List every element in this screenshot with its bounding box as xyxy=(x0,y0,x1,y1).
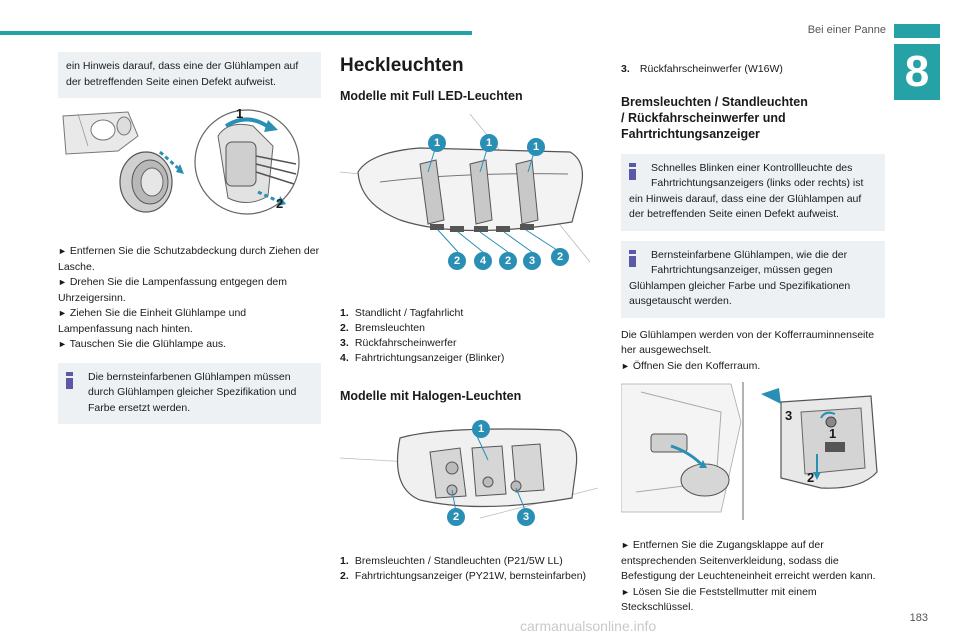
bulb-removal-illustration xyxy=(62,109,300,215)
list-item: 3. Rückfahrscheinwerfer xyxy=(340,336,457,349)
trunk-access-figure: 3 1 2 xyxy=(620,382,885,520)
step-item: ► Lösen Sie die Feststellmutter mit eine… xyxy=(621,585,817,614)
halogen-callout-3: 3 xyxy=(517,507,535,526)
list-item: 2. Fahrtrichtungsanzeiger (PY21W, bernst… xyxy=(340,569,587,582)
chapter-number: 8 xyxy=(894,44,940,100)
section-title: Bei einer Panne xyxy=(807,24,886,36)
chapter-tab xyxy=(894,24,940,38)
page-number: 183 xyxy=(909,612,928,624)
led-heading: Modelle mit Full LED-Leuchten xyxy=(340,88,523,103)
led-callout-2b: 2 xyxy=(499,251,517,270)
removal-steps: ► Entfernen Sie die Schutzabdeckung durc… xyxy=(58,244,321,353)
info-icon xyxy=(629,162,636,180)
list-item: 1. Bremsleuchten / Standleuchten (P21/5W… xyxy=(340,554,563,567)
trunk-callout-1: 1 xyxy=(829,426,837,441)
halogen-lamp-illustration xyxy=(339,427,599,518)
arrow-icon: ► xyxy=(58,308,67,318)
led-callout-1b: 1 xyxy=(480,133,498,152)
led-legend: 1. Standlicht / Tagfahrlicht 2. Bremsleu… xyxy=(340,306,598,366)
watermark: carmanualsonline.info xyxy=(520,618,657,634)
arrow-icon: ► xyxy=(621,586,630,597)
step-item: ► Entfernen Sie die Zugangsklappe auf de… xyxy=(621,539,876,582)
halogen-callout-2: 2 xyxy=(447,507,465,526)
list-item: 4. Fahrtrichtungsanzeiger (Blinker) xyxy=(340,351,505,364)
column-2: Heckleuchten Modelle mit Full LED-Leucht… xyxy=(339,52,599,584)
callout-2: 2 xyxy=(276,196,284,211)
header-accent-bar xyxy=(0,31,472,35)
step-item: ► Drehen Sie die Lampenfassung entgegen … xyxy=(58,276,287,304)
led-lamp-illustration xyxy=(339,113,591,262)
blink-note: Schnelles Blinken einer Kontrollleuchte … xyxy=(621,153,885,231)
top-note-text: ein Hinweis darauf, dass eine der Glühla… xyxy=(66,60,299,88)
info-icon xyxy=(629,249,636,267)
arrow-icon: ► xyxy=(58,277,67,287)
step-item: ► Entfernen Sie die Schutzabdeckung durc… xyxy=(58,245,320,273)
arrow-icon: ► xyxy=(58,246,67,256)
halogen-heading: Modelle mit Halogen-Leuchten xyxy=(340,388,522,403)
trunk-callout-3: 3 xyxy=(785,408,793,423)
access-paragraph: Die Glühlampen werden von der Kofferraum… xyxy=(621,328,875,357)
led-lamp-figure: 1 1 1 2 4 2 3 2 xyxy=(339,112,598,282)
list-item: 3. Rückfahrscheinwerfer (W16W) xyxy=(621,63,783,75)
step-item: ► Öffnen Sie den Kofferraum. xyxy=(621,359,761,372)
trunk-callout-2: 2 xyxy=(807,470,815,485)
top-note: ein Hinweis darauf, dass eine der Glühla… xyxy=(58,52,321,98)
amber-bulb-note-2: Bernsteinfarbene Glühlampen, wie die der… xyxy=(621,240,885,318)
led-callout-1a: 1 xyxy=(428,133,446,152)
step-item: ► Ziehen Sie die Einheit Glühlampe und L… xyxy=(58,307,247,335)
amber-bulb-note: Die bernsteinfarbenen Glühlampen müssen … xyxy=(58,362,321,424)
bulb-removal-figure: 1 2 xyxy=(58,106,321,224)
page-title: Heckleuchten xyxy=(340,55,464,76)
arrow-icon: ► xyxy=(621,360,630,371)
halogen-legend: 1. Bremsleuchten / Standleuchten (P21/5W… xyxy=(340,554,598,584)
callout-1: 1 xyxy=(236,106,244,121)
list-item: 2. Bremsleuchten xyxy=(340,321,425,334)
led-callout-4: 4 xyxy=(474,251,492,270)
list-item: 1. Standlicht / Tagfahrlicht xyxy=(340,306,464,319)
info-icon xyxy=(66,371,73,389)
arrow-icon: ► xyxy=(58,339,67,349)
arrow-icon: ► xyxy=(621,540,630,550)
column-3: 3. Rückfahrscheinwerfer (W16W) Bremsleuc… xyxy=(620,62,885,616)
led-callout-2a: 2 xyxy=(448,251,466,270)
halogen-callout-1: 1 xyxy=(472,419,490,438)
led-callout-1c: 1 xyxy=(527,137,545,156)
step-item: ► Tauschen Sie die Glühlampe aus. xyxy=(58,338,227,350)
column-1: ein Hinweis darauf, dass eine der Glühla… xyxy=(58,52,321,424)
led-callout-3: 3 xyxy=(523,251,541,270)
halogen-lamp-figure: 1 2 3 xyxy=(339,418,599,534)
trunk-access-illustration xyxy=(620,382,878,520)
bulb-section-heading: Bremsleuchten / Standleuchten / Rückfahr… xyxy=(621,94,808,141)
led-callout-2c: 2 xyxy=(551,247,569,266)
trunk-steps: ► Entfernen Sie die Zugangsklappe auf de… xyxy=(621,538,885,616)
